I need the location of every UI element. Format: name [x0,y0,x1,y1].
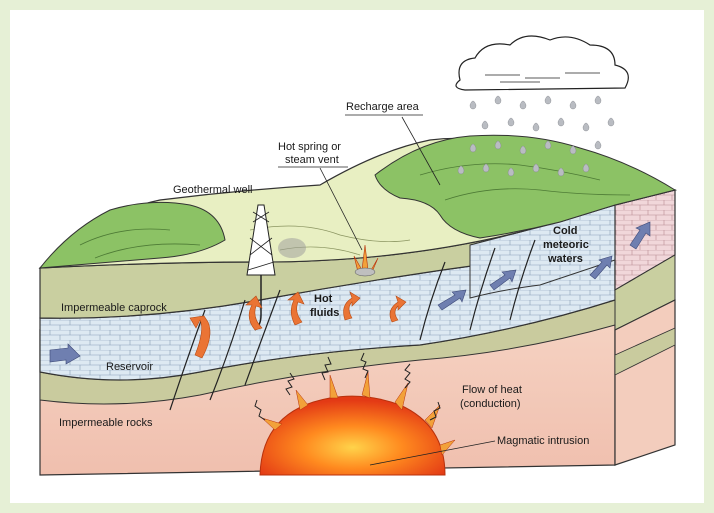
hot-arrow-5 [389,295,407,323]
left-hills [38,201,226,269]
geothermal-diagram: Recharge area Hot spring or steam vent G… [38,35,678,476]
side-band [614,327,676,376]
hot-arrow-2 [245,295,263,331]
label-reservoir: Reservoir [106,361,153,373]
label-cold-1: Cold [553,225,577,237]
label-hot-fluids-2: fluids [310,307,339,319]
leader-magmatic [369,440,496,466]
label-impermeable-rocks: Impermeable rocks [59,417,153,429]
top-surface [38,134,678,269]
leader-hot-spring [319,167,363,251]
label-flow-heat-2: (conduction) [460,398,521,410]
well-derrick [246,204,276,276]
recharge-mountain [374,134,677,239]
cold-arrow-4 [589,255,613,280]
front-face [39,204,616,476]
steam-plume [278,238,306,258]
hot-fluid-arrows [189,291,407,359]
label-cold-2: meteoric [543,239,589,251]
rain-drops [457,95,615,177]
label-hot-fluids-1: Hot [314,293,333,305]
cold-arrow-2 [437,289,467,311]
label-geothermal-well: Geothermal well [173,184,252,196]
label-hot-spring-1: Hot spring or [278,141,341,153]
label-hot-spring-2: steam vent [285,154,339,166]
leader-lines [278,114,496,466]
fault-lines [169,239,536,411]
rain-cloud [455,35,629,177]
cold-water-arrows [49,221,651,365]
label-cold-3: waters [547,253,583,265]
hot-arrow-3 [287,291,305,326]
hot-spring [353,244,379,277]
magma-intrusion [254,352,456,476]
cold-arrow-5 [629,221,651,250]
leader-recharge [401,116,441,186]
label-impermeable-caprock: Impermeable caprock [61,302,167,314]
side-face [614,189,676,466]
label-recharge-area: Recharge area [346,101,420,113]
label-magmatic-intrusion: Magmatic intrusion [497,435,589,447]
label-flow-heat-1: Flow of heat [462,384,522,396]
cloud-shape [455,35,629,91]
hot-arrow-4 [343,291,361,321]
hot-arrow-1 [189,315,211,359]
cold-arrow-1 [49,343,81,365]
cold-arrow-3 [489,269,517,291]
figure-frame: Recharge area Hot spring or steam vent G… [10,10,704,503]
